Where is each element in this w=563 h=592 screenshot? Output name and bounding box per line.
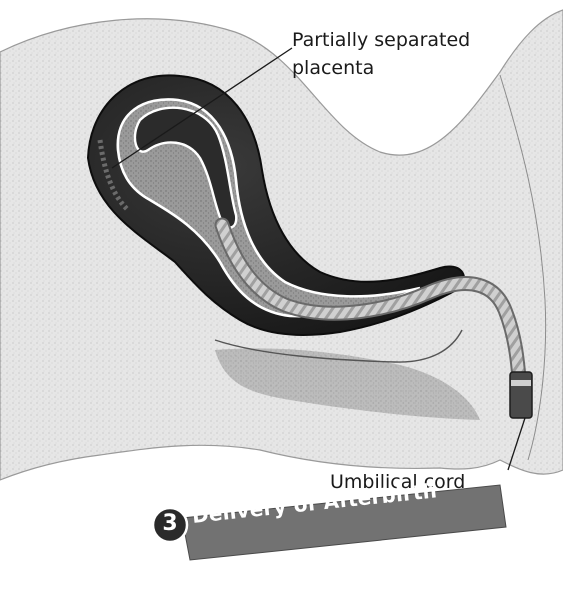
cord-clamp-band <box>511 380 531 386</box>
placenta-label-line2: placenta <box>292 56 374 80</box>
placenta-label-line1: Partially separated <box>292 28 470 52</box>
stage-number: 3 <box>156 510 184 538</box>
cord-clamp <box>510 372 532 418</box>
